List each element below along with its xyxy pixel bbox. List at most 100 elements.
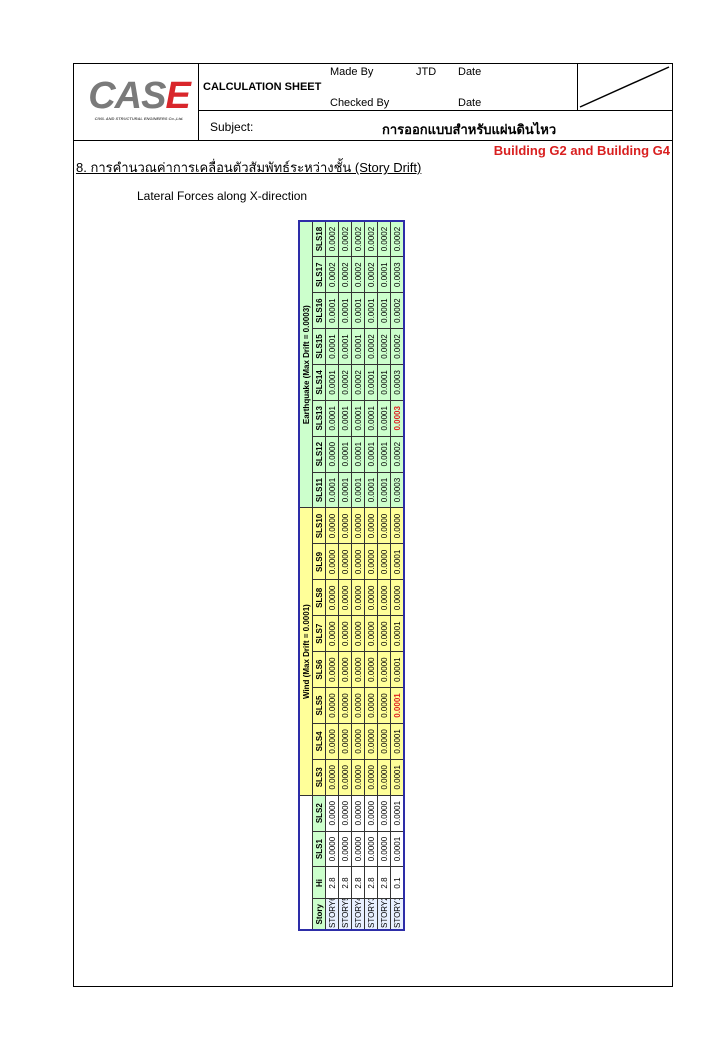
value-cell: 0.0000 [325,579,339,616]
value-cell: 2.8 [325,867,339,899]
diagonal-mark [579,66,670,108]
column-header: SLS11 [312,472,326,508]
value-cell: 0.0000 [364,759,378,796]
story-cell: STORY1 [390,899,404,930]
value-cell: 0.0000 [338,687,352,724]
value-cell: 0.0001 [390,795,404,832]
value-cell: 0.0003 [390,400,404,437]
value-cell: 0.0000 [364,651,378,688]
value-cell: 0.0000 [325,543,339,580]
subject-value: การออกแบบสำหรับแผ่นดินไหว [382,122,557,137]
value-cell: 0.0002 [377,220,391,257]
value-cell: 0.0001 [364,364,378,401]
value-cell: 0.0000 [338,831,352,867]
value-cell: 0.0000 [364,508,378,544]
story-cell: STORY3 [364,899,378,930]
value-cell: 0.0002 [377,328,391,365]
value-cell: 0.0000 [377,723,391,760]
value-cell: 0.0000 [377,508,391,544]
value-cell: 0.0001 [364,400,378,437]
column-header: SLS4 [312,723,326,760]
value-cell: 0.0001 [390,687,404,724]
value-cell: 0.0001 [377,436,391,473]
value-cell: 0.0002 [390,328,404,365]
column-header: SLS3 [312,759,326,796]
value-cell: 0.0000 [377,795,391,832]
column-header: SLS18 [312,220,326,257]
value-cell: 0.0000 [377,651,391,688]
value-cell: 2.8 [364,867,378,899]
column-header: SLS12 [312,436,326,473]
value-cell: 0.0000 [377,687,391,724]
value-cell: 0.0001 [351,400,365,437]
value-cell: 0.0001 [364,292,378,329]
group-wind-header: Wind (Max Drift = 0.0001) [299,508,313,796]
value-cell: 0.0002 [390,220,404,257]
sheet-frame [73,63,673,987]
date-label-2: Date [458,97,482,109]
value-cell: 0.0000 [364,795,378,832]
value-cell: 0.0000 [351,579,365,616]
value-cell: 0.0000 [377,543,391,580]
value-cell: 0.0001 [351,328,365,365]
company-logo: CASE CIVIL AND STRUCTURAL ENGINEERS Co.,… [84,76,194,126]
value-cell: 0.0000 [325,651,339,688]
value-cell: 0.0000 [338,579,352,616]
divider [198,63,199,141]
story-cell: STORY5 [338,899,352,930]
value-cell: 0.0001 [390,831,404,867]
value-cell: 0.0001 [351,472,365,508]
value-cell: 0.0002 [390,292,404,329]
value-cell: 0.0001 [338,472,352,508]
value-cell: 0.0001 [338,328,352,365]
value-cell: 0.0000 [325,795,339,832]
value-cell: 0.0000 [377,615,391,652]
value-cell: 0.0001 [390,651,404,688]
value-cell: 0.0002 [338,220,352,257]
value-cell: 0.0000 [351,795,365,832]
subject-label: Subject: [210,120,254,134]
story-cell: STORY2 [377,899,391,930]
checked-by-label: Checked By [330,97,390,109]
story-drift-table: Wind (Max Drift = 0.0001)Earthquake (Max… [298,219,405,931]
value-cell: 0.0001 [364,472,378,508]
group-header-row: Wind (Max Drift = 0.0001)Earthquake (Max… [299,220,313,930]
value-cell: 0.0000 [338,615,352,652]
value-cell: 0.0000 [390,508,404,544]
value-cell: 0.0001 [351,436,365,473]
value-cell: 0.0000 [338,723,352,760]
blank-cell [299,795,313,930]
value-cell: 0.0002 [351,220,365,257]
value-cell: 0.0001 [338,292,352,329]
value-cell: 0.0002 [325,220,339,257]
column-header: SLS5 [312,687,326,724]
value-cell: 0.0001 [364,436,378,473]
value-cell: 0.0000 [364,543,378,580]
column-header: SLS17 [312,256,326,293]
value-cell: 0.0000 [351,508,365,544]
value-cell: 0.0000 [351,831,365,867]
value-cell: 0.0002 [364,220,378,257]
value-cell: 0.0000 [351,543,365,580]
value-cell: 0.0002 [390,436,404,473]
value-cell: 0.0000 [338,651,352,688]
value-cell: 0.0001 [377,400,391,437]
column-header: Story [312,899,326,930]
value-cell: 0.0001 [325,472,339,508]
value-cell: 0.0000 [364,615,378,652]
value-cell: 0.0000 [377,759,391,796]
value-cell: 0.0000 [325,723,339,760]
column-header: SLS8 [312,579,326,616]
value-cell: 0.0002 [364,328,378,365]
building-label: Building G2 and Building G4 [493,143,670,158]
column-header: SLS14 [312,364,326,401]
column-header: SLS2 [312,795,326,832]
value-cell: 0.0000 [325,759,339,796]
value-cell: 0.0000 [351,651,365,688]
column-header: SLS7 [312,615,326,652]
section-title: 8. การคำนวณค่าการเคลื่อนตัวสัมพัทธ์ระหว่… [76,160,422,175]
value-cell: 0.0001 [390,615,404,652]
value-cell: 0.0000 [338,759,352,796]
